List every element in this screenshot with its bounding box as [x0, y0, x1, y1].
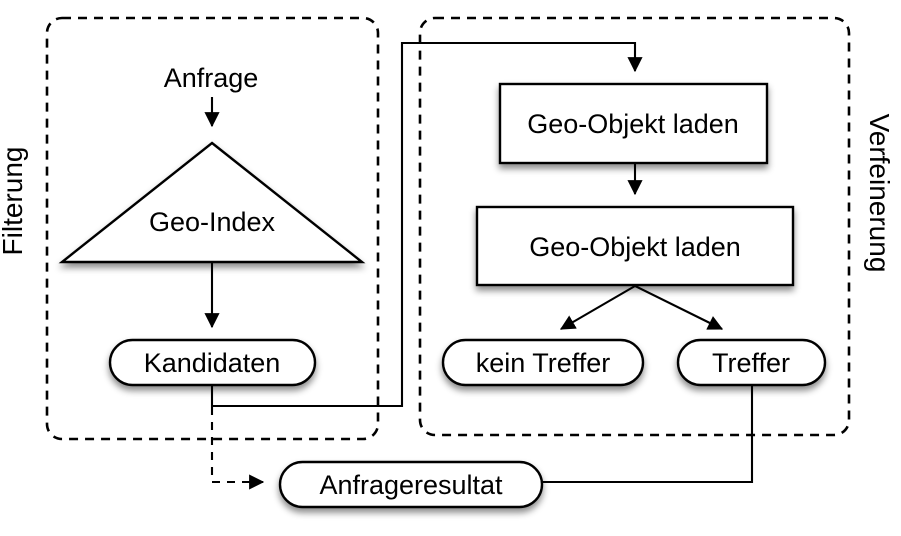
treffer-node	[676, 338, 827, 387]
load2-to-treffer-arrow	[634, 285, 724, 330]
geo-objekt-laden-2-label: Geo-Objekt laden	[529, 232, 741, 262]
kandidaten-to-result-dashed-arrow	[210, 407, 265, 490]
anfrageresultat-node	[278, 460, 544, 509]
anfrageresultat-label: Anfrageresultat	[319, 470, 503, 500]
geo-objekt-laden-2-node	[475, 205, 795, 287]
verfeinerung-section-label: Verfeinerung	[864, 114, 895, 273]
treffer-label: Treffer	[712, 348, 790, 378]
filterung-section-box	[45, 16, 380, 441]
geo-index-triangle	[58, 141, 366, 264]
geo-objekt-laden-1-node	[498, 82, 769, 165]
kandidaten-label: Kandidaten	[144, 348, 281, 378]
kein-treffer-node	[441, 338, 645, 387]
kandidaten-to-load1-connector	[210, 41, 643, 408]
anfrage-node-label: Anfrage	[164, 63, 259, 93]
load2-to-keintreffer-arrow	[559, 285, 636, 330]
geo-index-label: Geo-Index	[149, 207, 276, 237]
filterung-section-label: Filterung	[0, 147, 28, 256]
geo-objekt-laden-1-label: Geo-Objekt laden	[527, 109, 739, 139]
treffer-to-result-connector	[543, 385, 754, 484]
verfeinerung-section-box	[418, 16, 851, 437]
kandidaten-node	[108, 338, 317, 387]
kein-treffer-label: kein Treffer	[476, 348, 611, 378]
